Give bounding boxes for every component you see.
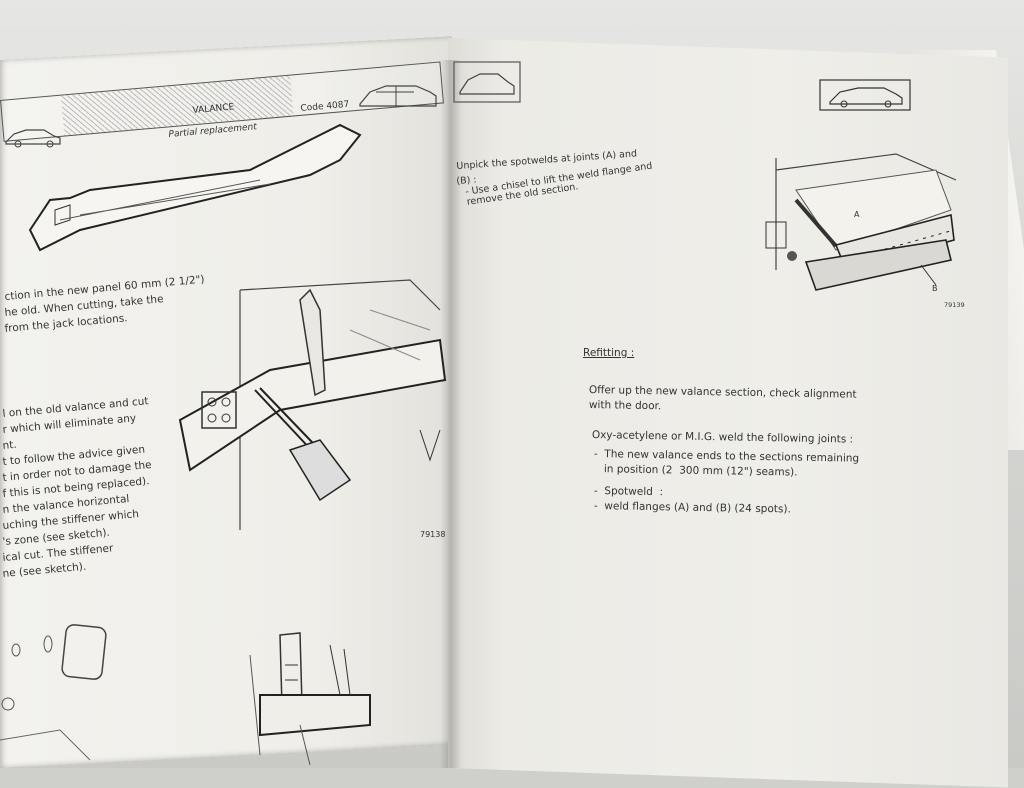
- right-figure-number: 79139: [944, 301, 965, 309]
- valance-part-illustration: [28, 123, 362, 252]
- refitting-heading: Refitting :: [583, 347, 635, 359]
- left-para2-line3: nt.: [2, 438, 18, 452]
- bottom-left-sketch: [0, 624, 107, 761]
- refitting-intro-line2: with the door.: [588, 398, 662, 413]
- valance-spotweld-illustration: [765, 153, 957, 291]
- car-icon-header-right: [453, 61, 521, 103]
- car-body-icon-header: [359, 85, 437, 107]
- weld-item-2: - Spotweld :: [593, 484, 664, 499]
- bottom-center-sketch: [249, 632, 371, 766]
- left-figure-number: 79138: [420, 530, 446, 539]
- figure-label-b: B: [932, 284, 938, 293]
- book-gutter: [440, 60, 462, 768]
- car-icon-header-left: [5, 129, 61, 148]
- cutting-valance-illustration: [178, 279, 447, 530]
- figure-label-a: A: [854, 210, 860, 219]
- car-icon-box-right: [819, 79, 911, 111]
